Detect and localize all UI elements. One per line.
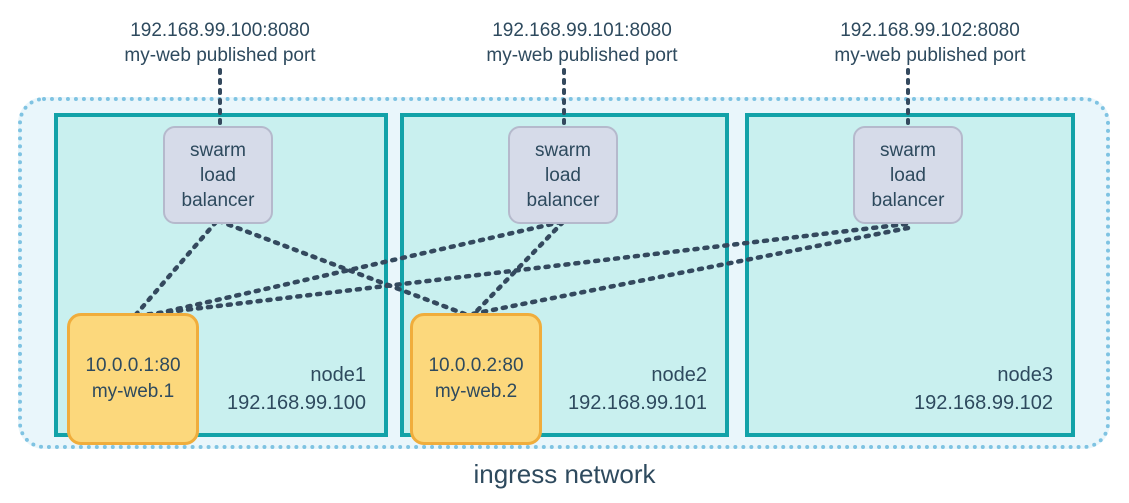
node-name-node3: node3 bbox=[997, 364, 1053, 386]
node-ip-node1: 192.168.99.100 bbox=[226, 392, 366, 414]
ingress-network-caption: ingress network bbox=[473, 459, 656, 489]
published-port-address-node2: 192.168.99.101:8080 bbox=[492, 20, 672, 41]
node-ip-node3: 192.168.99.102 bbox=[913, 392, 1053, 414]
published-port-address-node3: 192.168.99.102:8080 bbox=[840, 20, 1020, 41]
published-port-label-node2: 192.168.99.101:8080 my-web published por… bbox=[452, 18, 712, 68]
published-port-label-node1: 192.168.99.100:8080 my-web published por… bbox=[90, 18, 350, 68]
lb-node1-line2: load bbox=[200, 164, 236, 186]
node-name-node2: node2 bbox=[651, 364, 707, 386]
lb-node2-line3: balancer bbox=[526, 189, 600, 211]
lb-node2-line1: swarm bbox=[535, 139, 591, 161]
lb-node3-line1: swarm bbox=[880, 139, 936, 161]
published-port-description-node2: my-web published port bbox=[486, 45, 678, 66]
lb-node1-line3: balancer bbox=[181, 189, 255, 211]
container-my-web-1: 10.0.0.1:80 my-web.1 bbox=[67, 313, 199, 445]
lb-node3-line2: load bbox=[890, 164, 926, 186]
container-my-web-2: 10.0.0.2:80 my-web.2 bbox=[410, 313, 542, 445]
lb-node1-line1: swarm bbox=[190, 139, 246, 161]
node-ip-node2: 192.168.99.101 bbox=[567, 392, 707, 414]
swarm-load-balancer-node3: swarm load balancer bbox=[853, 126, 963, 224]
swarm-load-balancer-node1: swarm load balancer bbox=[163, 126, 273, 224]
container-1-task: my-web.1 bbox=[91, 381, 175, 402]
container-2-task: my-web.2 bbox=[434, 381, 518, 402]
lb-node3-line3: balancer bbox=[871, 189, 945, 211]
published-port-label-node3: 192.168.99.102:8080 my-web published por… bbox=[800, 18, 1060, 68]
container-2-address: 10.0.0.2:80 bbox=[428, 355, 524, 376]
node-name-node1: node1 bbox=[310, 364, 366, 386]
published-port-address-node1: 192.168.99.100:8080 bbox=[130, 20, 310, 41]
swarm-load-balancer-node2: swarm load balancer bbox=[508, 126, 618, 224]
published-port-description-node1: my-web published port bbox=[124, 45, 316, 66]
lb-node2-line2: load bbox=[545, 164, 581, 186]
container-1-address: 10.0.0.1:80 bbox=[85, 355, 181, 376]
published-port-description-node3: my-web published port bbox=[834, 45, 1026, 66]
